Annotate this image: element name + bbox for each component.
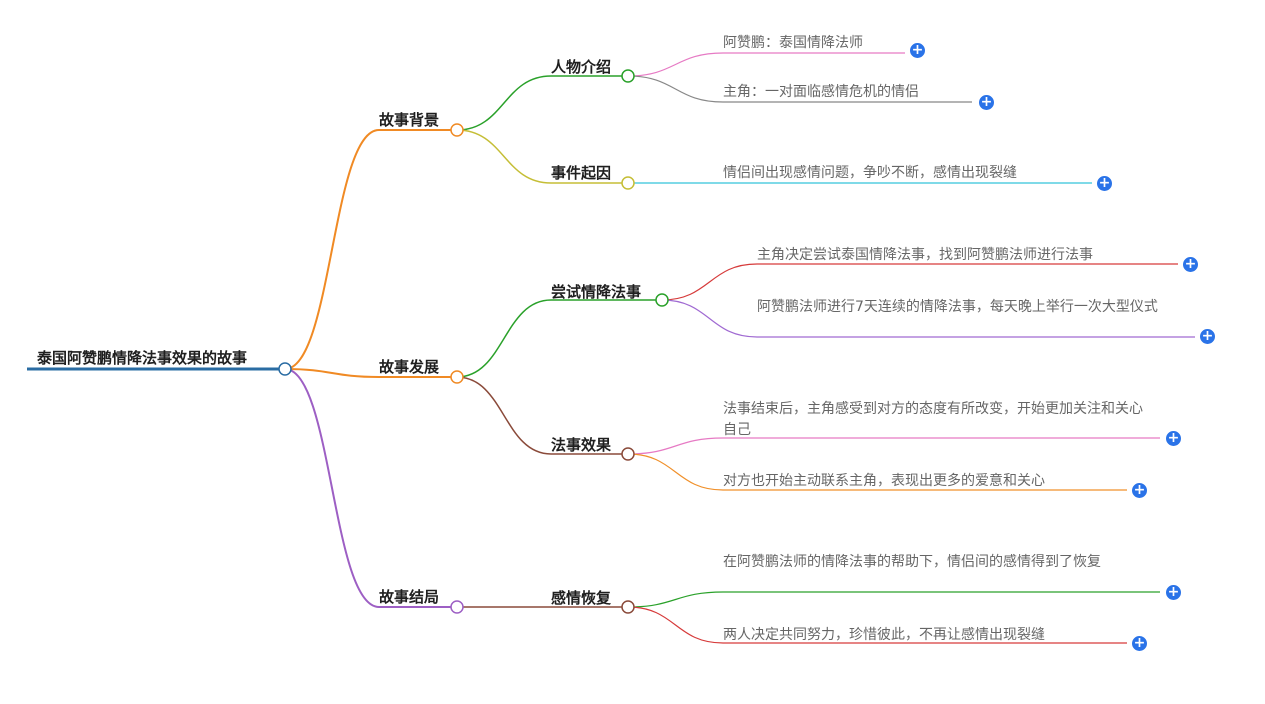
collapse-toggle[interactable]	[450, 370, 464, 384]
expand-button[interactable]: +	[1166, 430, 1181, 446]
edge-leaf	[627, 437, 1160, 455]
collapse-toggle[interactable]	[655, 293, 669, 307]
collapse-toggle[interactable]	[450, 600, 464, 614]
topic-relationship-recovery[interactable]: 感情恢复	[551, 589, 612, 607]
leaf-item[interactable]: 主角：一对面临感情危机的情侣	[723, 84, 919, 100]
edge-background-characters	[456, 75, 552, 131]
leaf-item[interactable]: 主角决定尝试泰国情降法事，找到阿赞鹏法师进行法事	[757, 247, 1093, 263]
collapse-toggle[interactable]	[450, 123, 464, 137]
branch-story-ending[interactable]: 故事结局	[379, 588, 440, 606]
branch-story-background[interactable]: 故事背景	[379, 111, 440, 129]
expand-button[interactable]: +	[979, 94, 994, 110]
collapse-toggle[interactable]	[621, 176, 635, 190]
collapse-toggle[interactable]	[621, 600, 635, 614]
expand-button[interactable]: +	[1097, 175, 1112, 191]
collapse-toggle[interactable]	[621, 447, 635, 461]
root-topic[interactable]: 泰国阿赞鹏情降法事效果的故事	[37, 349, 248, 367]
leaf-item[interactable]: 情侣间出现感情问题，争吵不断，感情出现裂缝	[723, 165, 1017, 181]
expand-button[interactable]: +	[1183, 256, 1198, 272]
leaf-item[interactable]: 阿赞鹏：泰国情降法师	[723, 35, 863, 51]
edge-development-effect	[456, 376, 552, 455]
leaf-item[interactable]: 对方也开始主动联系主角，表现出更多的爱意和关心	[723, 473, 1045, 489]
expand-button[interactable]: +	[1166, 584, 1181, 600]
edge-leaf	[661, 299, 1195, 338]
leaf-item[interactable]: 两人决定共同努力，珍惜彼此，不再让感情出现裂缝	[723, 627, 1045, 643]
leaf-item[interactable]: 法事结束后，主角感受到对方的态度有所改变，开始更加关注和关心自己	[723, 401, 1143, 438]
edge-root-background	[284, 129, 380, 370]
expand-button[interactable]: +	[1132, 635, 1147, 651]
edge-leaf	[627, 52, 905, 77]
topic-try-ritual[interactable]: 尝试情降法事	[551, 283, 642, 301]
edge-leaf	[627, 591, 1160, 608]
collapse-toggle[interactable]	[621, 69, 635, 83]
edge-root-development	[284, 368, 380, 378]
edge-leaf	[627, 75, 972, 103]
leaf-item[interactable]: 在阿赞鹏法师的情降法事的帮助下，情侣间的感情得到了恢复	[723, 554, 1101, 570]
edge-leaf	[661, 263, 1178, 301]
leaf-item[interactable]: 阿赞鹏法师进行7天连续的情降法事，每天晚上举行一次大型仪式	[757, 299, 1158, 315]
branch-story-development[interactable]: 故事发展	[379, 358, 440, 376]
expand-button[interactable]: +	[1132, 482, 1147, 498]
collapse-toggle[interactable]	[278, 362, 292, 376]
edge-background-cause	[456, 129, 552, 184]
edge-development-try	[456, 299, 552, 378]
edge-leaf	[627, 453, 1127, 491]
expand-button[interactable]: +	[1200, 328, 1215, 344]
expand-button[interactable]: +	[910, 42, 925, 58]
topic-characters[interactable]: 人物介绍	[551, 58, 612, 76]
topic-ritual-effect[interactable]: 法事效果	[551, 436, 612, 454]
edge-root-ending	[284, 368, 380, 608]
topic-cause[interactable]: 事件起因	[551, 164, 612, 182]
edge-leaf	[627, 606, 1127, 644]
